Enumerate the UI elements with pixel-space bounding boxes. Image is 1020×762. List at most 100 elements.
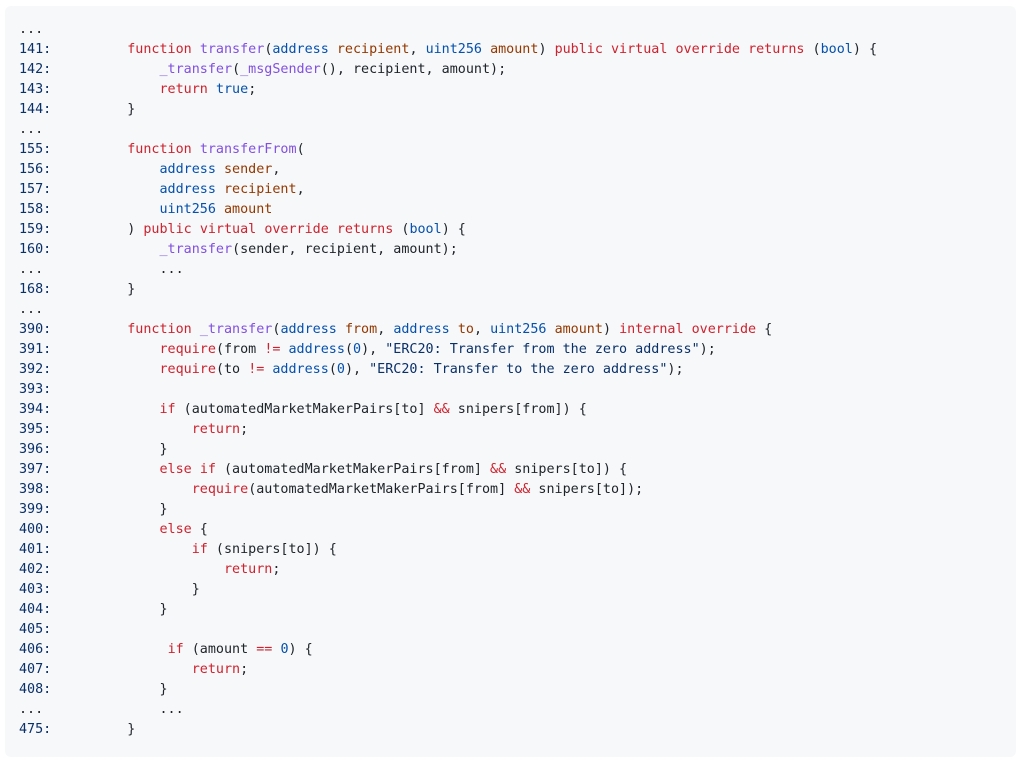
line-number: 404: — [19, 602, 52, 617]
code-token: returns — [748, 42, 805, 57]
code-token: (to — [215, 362, 249, 377]
code-token — [192, 322, 200, 337]
line-code: } — [95, 682, 168, 697]
code-token: "ERC20: Transfer from the zero address" — [385, 342, 700, 357]
code-token: returns — [336, 222, 394, 237]
line-number: 157: — [19, 182, 52, 197]
line-number: 396: — [19, 442, 52, 457]
line-code: return; — [95, 562, 280, 577]
code-token: return — [159, 82, 208, 97]
code-token: virtual — [611, 42, 668, 57]
code-token: } — [95, 442, 168, 457]
code-token: internal — [619, 322, 684, 337]
code-token: , — [296, 182, 305, 197]
code-token — [603, 42, 611, 57]
code-token — [95, 482, 192, 497]
code-token: _transfer — [159, 62, 233, 77]
code-line: ... ... — [19, 260, 1016, 280]
code-token: uint256 — [425, 42, 482, 57]
code-line: 406: if (amount == 0) { — [19, 640, 1016, 660]
code-token — [95, 182, 160, 197]
code-token: require — [191, 482, 249, 497]
code-line: 400: else { — [19, 520, 1016, 540]
line-number: 390: — [19, 322, 52, 337]
code-line: ... — [19, 300, 1016, 320]
code-token — [95, 42, 127, 57]
code-token: ) — [602, 322, 620, 337]
code-line: 144: } — [19, 100, 1016, 120]
code-token — [482, 42, 490, 57]
code-token: amount — [554, 322, 603, 337]
line-code: uint256 amount — [95, 202, 273, 217]
code-token: { — [756, 322, 773, 337]
line-code: ) public virtual override returns (bool)… — [95, 222, 466, 237]
code-token — [337, 322, 345, 337]
code-line: 155: function transferFrom( — [19, 140, 1016, 160]
line-number: ... — [19, 262, 44, 277]
code-token — [450, 322, 458, 337]
code-token — [192, 142, 200, 157]
line-code: return; — [95, 422, 248, 437]
code-token: ... — [95, 702, 184, 717]
code-line: 407: return; — [19, 660, 1016, 680]
code-block: ...141: function transfer(address recipi… — [5, 6, 1016, 757]
code-token: amount — [224, 202, 273, 217]
code-line: 402: return; — [19, 560, 1016, 580]
code-token: ( — [328, 362, 337, 377]
code-token — [208, 82, 216, 97]
code-line: 395: return; — [19, 420, 1016, 440]
code-token: 0 — [280, 642, 289, 657]
code-line: 160: _transfer(sender, recipient, amount… — [19, 240, 1016, 260]
code-token — [95, 562, 224, 577]
code-token: ) — [538, 42, 555, 57]
line-number: 395: — [19, 422, 52, 437]
code-token: (automatedMarketMakerPairs[from] — [215, 462, 491, 477]
code-token: function — [127, 142, 192, 157]
code-token: ), — [344, 362, 370, 377]
code-token: true — [215, 82, 249, 97]
line-number: 397: — [19, 462, 52, 477]
code-token — [740, 42, 748, 57]
code-token: ( — [272, 322, 281, 337]
code-token: snipers[from]) { — [449, 402, 587, 417]
code-token — [95, 522, 160, 537]
line-code: if (snipers[to]) { — [95, 542, 337, 557]
code-token: } — [95, 722, 136, 737]
code-token: } — [95, 682, 168, 697]
code-token: if — [191, 542, 208, 557]
code-token: ) { — [852, 42, 878, 57]
code-token: ; — [240, 662, 249, 677]
code-token: address — [272, 42, 329, 57]
code-token: } — [95, 602, 168, 617]
code-token: ( — [232, 62, 241, 77]
line-code: } — [95, 502, 167, 517]
code-token: ( — [344, 342, 353, 357]
line-number: ... — [19, 122, 44, 137]
code-token — [329, 222, 337, 237]
code-token — [667, 42, 675, 57]
code-token: override — [691, 322, 757, 337]
code-token — [95, 162, 160, 177]
line-number: 398: — [19, 482, 52, 497]
line-code: } — [95, 282, 135, 297]
code-token: (from — [215, 342, 265, 357]
code-token: (), recipient, amount); — [320, 62, 507, 77]
line-code: } — [95, 102, 135, 117]
code-token: && — [514, 482, 531, 497]
code-line: 159: ) public virtual override returns (… — [19, 220, 1016, 240]
code-token: != — [264, 342, 281, 357]
code-token: ( — [804, 42, 821, 57]
code-token: snipers[to]); — [530, 482, 644, 497]
code-token: address — [288, 342, 345, 357]
line-code: function _transfer(address from, address… — [95, 322, 772, 337]
code-token — [95, 62, 160, 77]
code-token: require — [159, 342, 216, 357]
code-token: else — [159, 462, 192, 477]
code-line: 399: } — [19, 500, 1016, 520]
code-line: 394: if (automatedMarketMakerPairs[to] &… — [19, 400, 1016, 420]
line-number: 391: — [19, 342, 52, 357]
line-code: } — [95, 582, 200, 597]
line-number: 475: — [19, 722, 52, 737]
code-token: _transfer — [199, 322, 273, 337]
code-token: amount — [490, 42, 539, 57]
